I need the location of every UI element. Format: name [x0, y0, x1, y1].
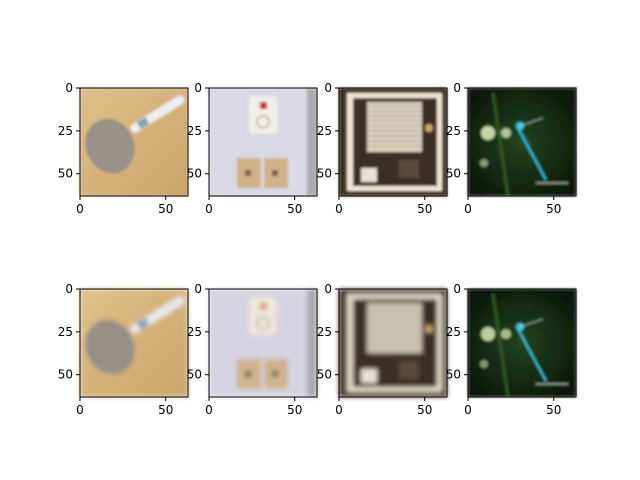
x-tick-label: 50 [417, 403, 432, 417]
x-tick-label: 0 [464, 202, 472, 216]
axes-frame [208, 288, 318, 398]
x-tick-label: 50 [158, 403, 173, 417]
x-tick-label: 50 [417, 202, 432, 216]
y-tick-label: 25 [187, 124, 202, 138]
y-tick-label: 0 [324, 81, 332, 95]
image-content [339, 88, 447, 196]
x-tick-label: 0 [335, 403, 343, 417]
x-tick-label: 0 [205, 202, 213, 216]
y-tick-label: 0 [65, 282, 73, 296]
subplot-r1-c3: 0 25 50 0 50 [317, 81, 448, 216]
x-tick-label: 0 [464, 403, 472, 417]
x-tick-label: 50 [158, 202, 173, 216]
subplot-r2-c3: 0 25 50 0 50 [317, 282, 448, 417]
image-content [468, 88, 576, 197]
y-tick-label: 0 [194, 282, 202, 296]
image-content [339, 289, 447, 397]
image-content [80, 289, 188, 397]
y-tick-label: 50 [317, 368, 332, 382]
y-tick-label: 0 [65, 81, 73, 95]
y-tick-label: 0 [453, 81, 461, 95]
x-tick-label: 0 [76, 403, 84, 417]
y-tick-label: 25 [446, 124, 461, 138]
y-tick-label: 0 [324, 282, 332, 296]
y-tick-label: 25 [58, 124, 73, 138]
x-tick-label: 0 [205, 403, 213, 417]
y-tick-label: 25 [317, 325, 332, 339]
y-tick-label: 25 [317, 124, 332, 138]
axes-frame [467, 87, 577, 197]
subplot-r2-c2: 0 25 50 0 50 [187, 282, 318, 417]
x-tick-label: 50 [546, 403, 561, 417]
image-content [209, 289, 317, 397]
axes-frame [79, 288, 189, 398]
y-tick-label: 50 [58, 368, 73, 382]
axes-frame [79, 87, 189, 197]
x-tick-label: 50 [287, 202, 302, 216]
x-tick-label: 0 [335, 202, 343, 216]
y-tick-label: 50 [187, 368, 202, 382]
subplot-r1-c2: 0 25 50 0 50 [187, 81, 318, 216]
x-tick-label: 0 [76, 202, 84, 216]
image-content [468, 289, 576, 398]
y-tick-label: 25 [187, 325, 202, 339]
y-tick-label: 50 [446, 167, 461, 181]
axes-frame [467, 288, 577, 398]
axes-frame [338, 87, 448, 197]
subplot-r1-c4: 0 25 50 0 50 [446, 81, 577, 216]
x-tick-label: 50 [287, 403, 302, 417]
subplot-r2-c4: 0 25 50 0 50 [446, 282, 577, 417]
x-tick-label: 50 [546, 202, 561, 216]
y-tick-label: 25 [58, 325, 73, 339]
y-tick-label: 25 [446, 325, 461, 339]
y-tick-label: 50 [58, 167, 73, 181]
subplot-r1-c1: 0 25 50 0 50 [58, 81, 189, 216]
y-tick-label: 50 [187, 167, 202, 181]
image-content [209, 88, 317, 196]
image-content [80, 88, 188, 196]
axes-frame [208, 87, 318, 197]
y-tick-label: 0 [194, 81, 202, 95]
y-tick-label: 0 [453, 282, 461, 296]
axes-frame [338, 288, 448, 398]
subplot-r2-c1: 0 25 50 0 50 [58, 282, 189, 417]
y-tick-label: 50 [446, 368, 461, 382]
y-tick-label: 50 [317, 167, 332, 181]
